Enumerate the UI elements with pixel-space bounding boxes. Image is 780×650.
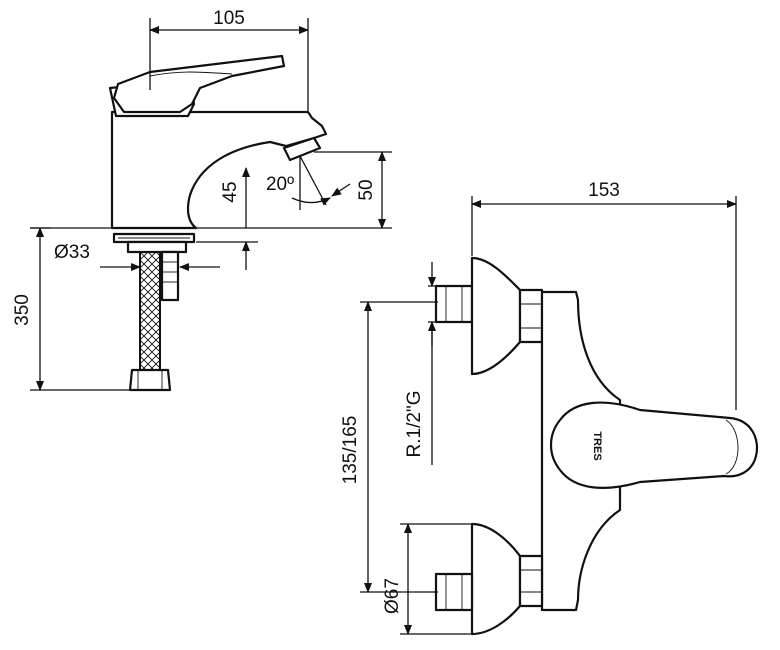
dim-centers: 135/165 (340, 416, 361, 485)
dim-angle-20: 20º (266, 174, 294, 195)
dim-dia-67: Ø67 (382, 578, 403, 614)
dim-width-105: 105 (213, 8, 245, 29)
dim-dia-33: Ø33 (54, 242, 90, 263)
dim-depth-45: 45 (220, 181, 241, 202)
upper-union-nut (518, 288, 544, 344)
dim-thread: R.1/2"G (404, 391, 425, 458)
wall-mixer-front-view: TRES 153 R.1/2"G 135/165 Ø67 (340, 180, 759, 636)
basin-mixer-side-view: 105 50 20º 45 Ø33 350 (12, 8, 392, 392)
lower-escutcheon (470, 522, 522, 636)
flex-hose (139, 251, 161, 371)
lever-handle (112, 54, 286, 114)
spout-aerator (282, 136, 322, 162)
lower-eccentric (434, 572, 474, 612)
dim-height-50: 50 (356, 179, 377, 200)
hose-end-nut (128, 368, 172, 392)
upper-escutcheon (470, 256, 522, 376)
mixer-body (110, 110, 328, 230)
dim-hose-350: 350 (12, 294, 33, 326)
brand-logo: TRES (591, 431, 603, 460)
lower-union-nut (518, 554, 544, 608)
lever-paddle (549, 401, 759, 489)
threaded-stud (160, 250, 180, 302)
dim-width-153: 153 (588, 180, 620, 201)
upper-eccentric (434, 284, 474, 324)
